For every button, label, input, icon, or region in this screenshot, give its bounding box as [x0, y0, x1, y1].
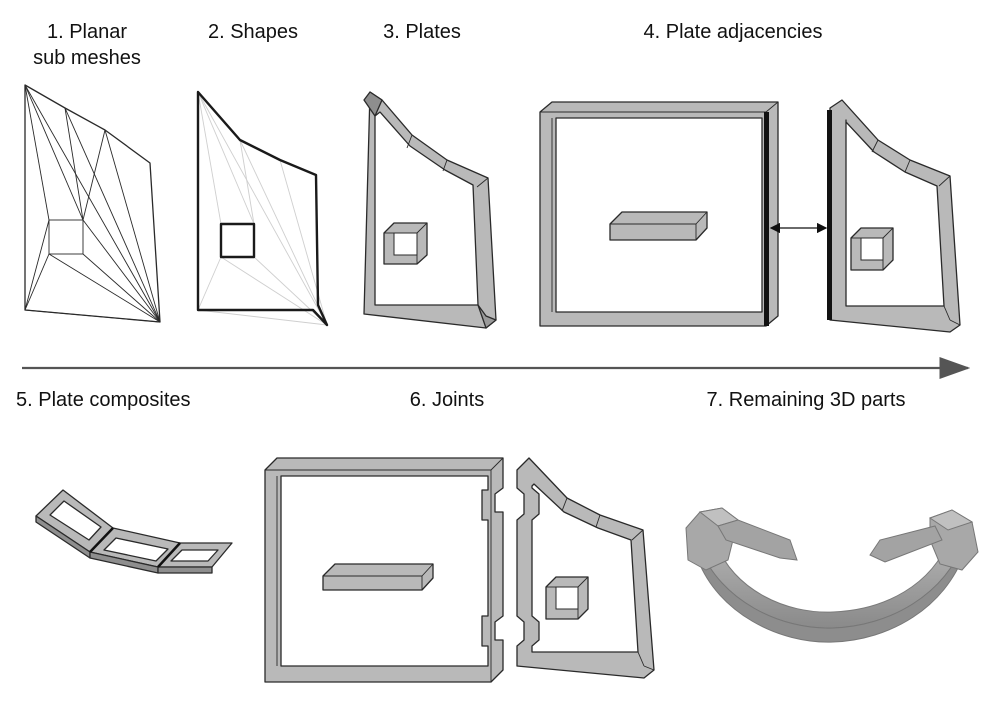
- adjacent-edge-right: [827, 110, 832, 320]
- composite-figure: [36, 490, 232, 573]
- remaining-parts-figure: [686, 508, 978, 642]
- plate-figure: [364, 92, 496, 328]
- shapes-figure: [198, 92, 327, 325]
- joints-figure: [265, 458, 654, 682]
- adjacent-edge-left: [764, 112, 769, 326]
- planar-submesh-figure: [25, 85, 160, 322]
- adjacency-figure: [540, 100, 960, 332]
